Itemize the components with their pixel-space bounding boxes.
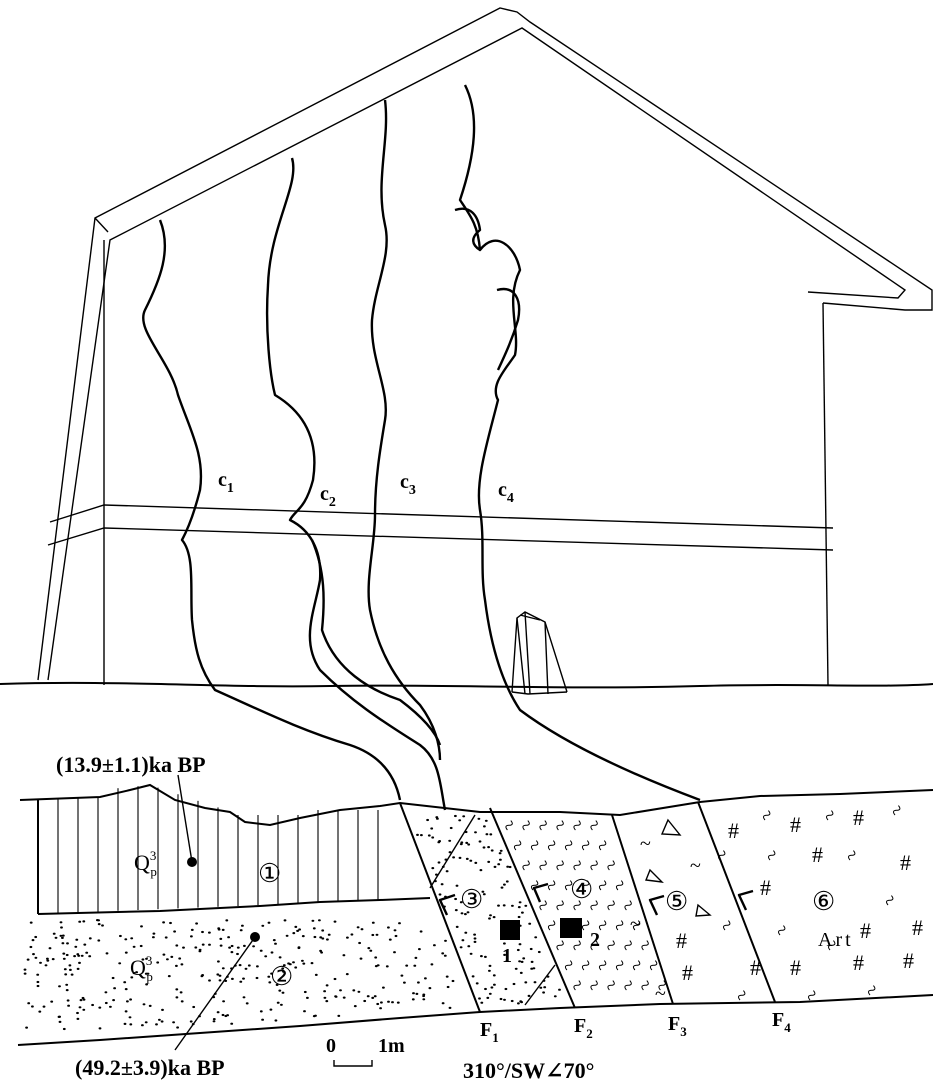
svg-text:#: # — [853, 950, 864, 975]
svg-text:#: # — [728, 818, 739, 843]
sample-label-1: 1 — [502, 945, 512, 967]
unit6-pattern: # # # # # # # # # # # # — [718, 805, 923, 1001]
fault-motion-arrows — [438, 882, 754, 916]
artifact-label: Art — [818, 929, 854, 951]
svg-text:#: # — [853, 805, 864, 830]
crack-c2 — [265, 157, 447, 811]
svg-text:#: # — [812, 842, 823, 867]
trench-section — [17, 783, 933, 1046]
date-label-upper: (13.9±1.1)ka BP — [56, 752, 206, 777]
svg-text:~: ~ — [690, 855, 701, 877]
svg-text:#: # — [790, 955, 801, 980]
fault-label-f3: F3 — [668, 1013, 687, 1039]
svg-text:#: # — [860, 918, 871, 943]
svg-text:#: # — [750, 955, 761, 980]
svg-text:#: # — [682, 960, 693, 985]
svg-text:~: ~ — [630, 913, 641, 935]
fault-label-f4: F4 — [772, 1009, 791, 1035]
building-outline — [0, 7, 933, 689]
unit4-pattern — [505, 820, 666, 991]
scale-zero: 0 — [326, 1035, 336, 1057]
unit-label-1: ① — [258, 859, 281, 888]
svg-text:#: # — [903, 948, 914, 973]
date-label-lower: (49.2±3.9)ka BP — [75, 1055, 225, 1080]
svg-text:#: # — [790, 812, 801, 837]
unit2-pattern — [23, 919, 455, 1031]
unit-label-4: ④ — [570, 875, 593, 904]
unit5-pattern: # # ~ ~ ~ ~ — [630, 818, 712, 1005]
svg-text:~: ~ — [640, 833, 651, 855]
sample-square-2 — [560, 918, 582, 938]
crack-c1 — [142, 219, 402, 801]
unit3-pattern — [416, 814, 561, 1005]
svg-text:#: # — [912, 915, 923, 940]
unit1-hatching — [57, 786, 379, 914]
crack-label-c2: c2 — [320, 483, 336, 510]
svg-text:#: # — [676, 928, 687, 953]
crack-c4 — [454, 84, 701, 802]
unit-label-6: ⑥ — [812, 887, 835, 916]
sample-label-2: 2 — [590, 929, 600, 951]
crack-c3 — [367, 99, 442, 761]
svg-text:#: # — [760, 875, 771, 900]
unit-label-5: ⑤ — [665, 887, 688, 916]
crack-label-c4: c4 — [498, 479, 514, 506]
unit-label-2: ② — [270, 962, 293, 991]
fault-label-f2: F2 — [574, 1015, 593, 1041]
svg-text:~: ~ — [655, 983, 666, 1005]
fault-label-f1: F1 — [480, 1019, 499, 1045]
attitude-label: 310°/SW∠70° — [463, 1058, 594, 1083]
svg-text:#: # — [900, 850, 911, 875]
post-object — [511, 611, 568, 695]
crack-label-c1: c1 — [218, 469, 234, 496]
scale-length: 1m — [378, 1035, 405, 1057]
sample-square-1 — [500, 920, 520, 940]
scale-bar — [333, 1060, 373, 1067]
unit-label-3: ③ — [460, 885, 483, 914]
crack-label-c3: c3 — [400, 471, 416, 498]
